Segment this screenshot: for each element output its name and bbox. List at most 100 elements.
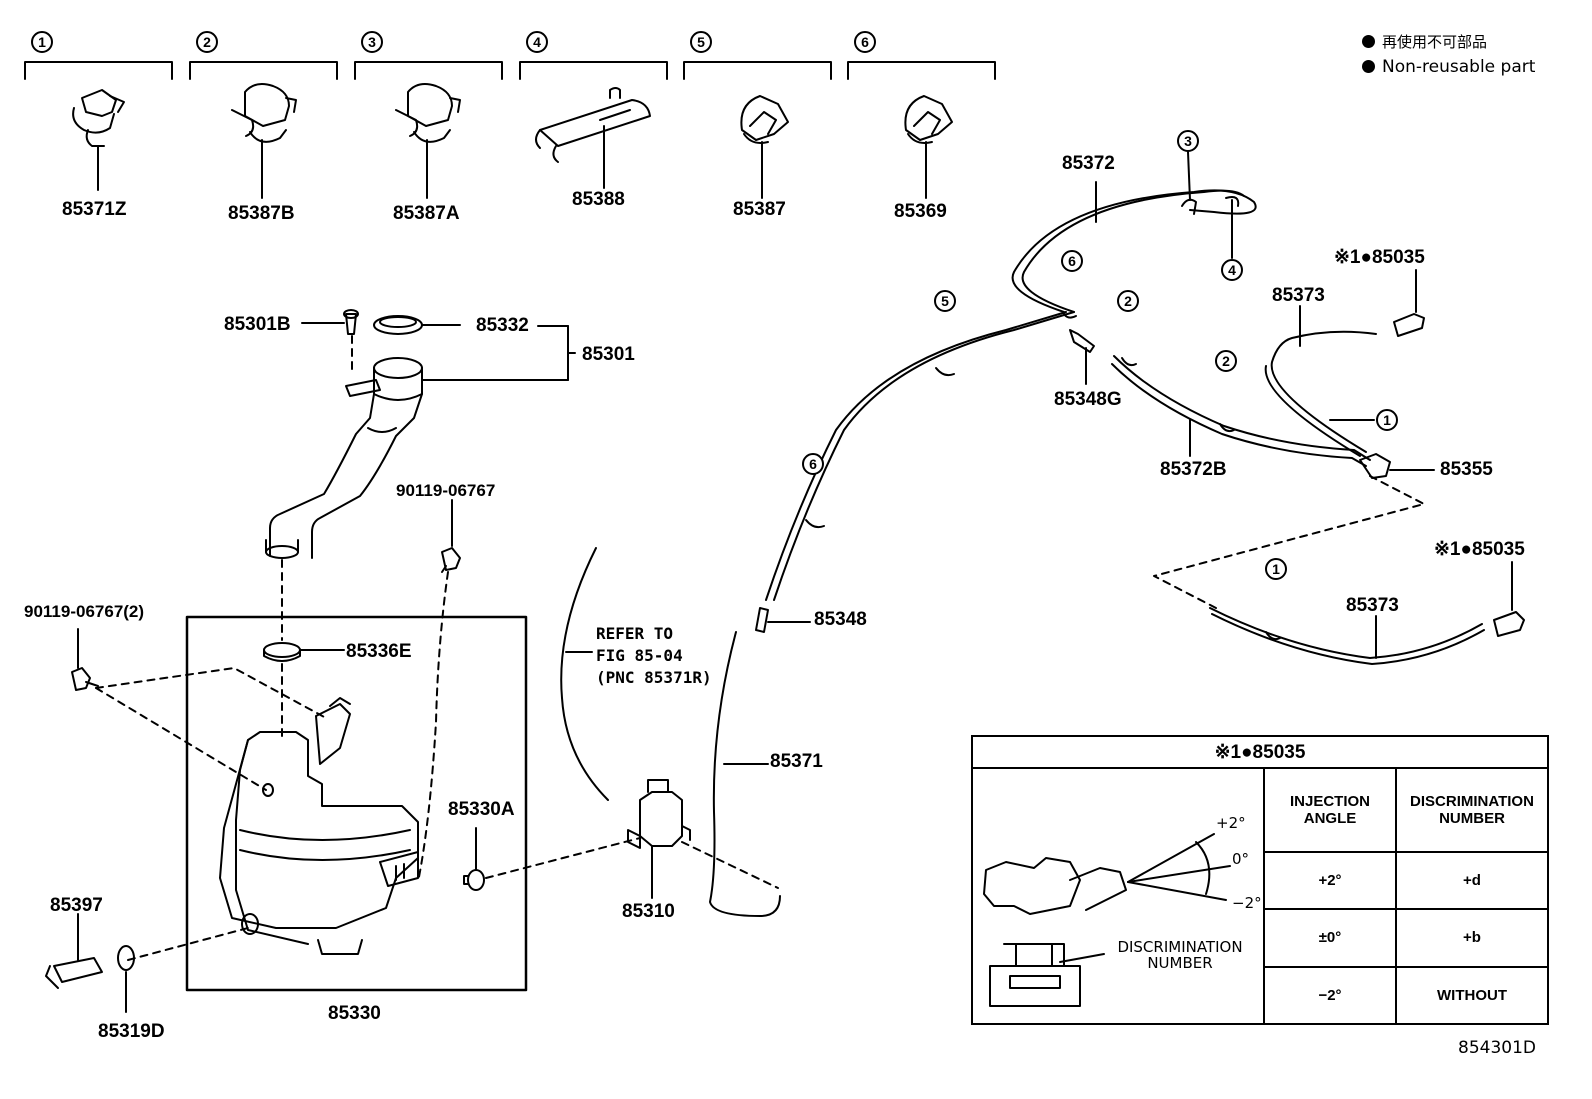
group-callout-1: 1	[31, 31, 53, 53]
clip-85387-drawing	[740, 95, 789, 199]
group-callout-2: 2	[196, 31, 218, 53]
part-label-85330: 85330	[328, 1003, 381, 1024]
connector-85348g-drawing	[1069, 329, 1095, 385]
group-callout-5: 5	[690, 31, 712, 53]
angle-label-plus2: +2°	[1216, 814, 1246, 832]
discrimination-number-callout: DISCRIMINATION NUMBER	[1117, 938, 1243, 972]
tank-frame	[185, 615, 528, 992]
non-reusable-dot-icon	[1362, 60, 1375, 73]
hose-callout-2-lower: 2	[1215, 350, 1237, 372]
clip-85369-drawing	[904, 95, 953, 199]
legend-english: Non-reusable part	[1362, 59, 1535, 76]
hose-85372b-drawing	[1113, 355, 1371, 461]
part-label-90119-06767-x2: 90119-06767(2)	[24, 602, 145, 621]
part-label-90119-06767: 90119-06767	[396, 481, 496, 500]
hose-85373-lower-drawing	[1209, 607, 1483, 659]
part-label-85387: 85387	[733, 199, 786, 220]
part-label-85387a: 85387A	[393, 203, 460, 224]
nozzle-85035-upper-drawing	[1393, 269, 1425, 337]
spec-disc-row-3: WITHOUT	[1395, 965, 1549, 1026]
part-label-85371: 85371	[770, 751, 823, 772]
angle-label-0: 0°	[1232, 850, 1250, 868]
nozzle-85035-lower-drawing	[1493, 561, 1525, 637]
grommet-85336e-drawing	[263, 642, 345, 662]
bolt-90119-left-drawing	[71, 628, 99, 691]
spec-header-injection-angle: INJECTION ANGLE	[1263, 767, 1397, 853]
hose-callout-6-lower: 6	[802, 453, 824, 475]
connector-85348-drawing	[755, 607, 811, 633]
spec-angle-row-1: +2°	[1263, 850, 1397, 911]
refer-to-line-2: FIG 85-04	[596, 646, 683, 665]
part-label-85348g: 85348G	[1054, 389, 1122, 410]
part-label-85336e: 85336E	[346, 641, 412, 662]
part-label-85332: 85332	[476, 315, 529, 336]
legend-japanese-text: 再使用不可部品	[1382, 33, 1488, 51]
part-label-85301: 85301	[582, 344, 635, 365]
group-callout-6: 6	[854, 31, 876, 53]
part-label-85397: 85397	[50, 895, 103, 916]
part-label-85373-lower: 85373	[1346, 595, 1399, 616]
part-label-85348: 85348	[814, 609, 867, 630]
part-label-85388: 85388	[572, 189, 625, 210]
washer-tank-drawing	[219, 697, 419, 955]
clip-85388-drawing	[535, 87, 651, 189]
sensor-85397-drawing	[45, 913, 103, 989]
part-label-85301b: 85301B	[224, 314, 291, 335]
spec-illustration-cell	[971, 767, 1265, 1025]
filler-neck-drawing	[265, 325, 569, 559]
spec-disc-row-1: +d	[1395, 850, 1549, 911]
part-label-85373-upper: 85373	[1272, 285, 1325, 306]
refer-to-line-3: (PNC 85371R)	[596, 668, 712, 687]
spec-table-title: ※1●85035	[971, 735, 1549, 769]
part-label-85319d: 85319D	[98, 1021, 165, 1042]
hose-callout-5: 5	[934, 290, 956, 312]
hose-callout-2-upper: 2	[1117, 290, 1139, 312]
spec-angle-row-2: ±0°	[1263, 908, 1397, 968]
part-label-85371z: 85371Z	[62, 199, 127, 220]
cap-85332-drawing	[373, 315, 576, 354]
group-callout-4: 4	[526, 31, 548, 53]
spec-disc-row-2: +b	[1395, 908, 1549, 968]
hose-main-drawing	[765, 311, 1067, 601]
hose-85373-upper-drawing	[1270, 330, 1377, 453]
legend-japanese: 再使用不可部品	[1362, 35, 1487, 50]
refer-to-line-1: REFER TO	[596, 624, 674, 643]
hose-85371r-drawing	[560, 547, 609, 801]
clip-85387a-drawing	[395, 83, 461, 199]
group-brackets	[24, 61, 996, 80]
grommet-85330a-drawing	[463, 827, 485, 891]
assembly-lines	[95, 335, 1425, 961]
hose-callout-1-upper: 1	[1376, 409, 1398, 431]
part-label-85035-lower: ※1●85035	[1434, 539, 1525, 560]
figure-id: 854301D	[1458, 1038, 1536, 1058]
angle-label-minus2: −2°	[1232, 894, 1262, 912]
nozzle-spec-table: ※1●85035 INJECTION ANGLE DISCRIMINATION …	[971, 735, 1549, 1026]
part-label-85330a: 85330A	[448, 799, 515, 820]
part-label-85355: 85355	[1440, 459, 1493, 480]
part-label-85369: 85369	[894, 201, 947, 222]
bolt-85301b-drawing	[301, 309, 359, 335]
part-label-85387b: 85387B	[228, 203, 295, 224]
part-label-85310: 85310	[622, 901, 675, 922]
clip-85371z-drawing	[72, 89, 125, 191]
hose-callout-1-lower: 1	[1265, 558, 1287, 580]
non-reusable-dot-icon	[1362, 35, 1375, 48]
hose-85372-drawing	[1011, 189, 1257, 313]
hose-callout-3: 3	[1177, 130, 1199, 152]
legend-english-text: Non-reusable part	[1382, 57, 1536, 77]
pump-85310-drawing	[627, 779, 691, 899]
hose-callout-4: 4	[1221, 259, 1243, 281]
hose-callout-6-upper: 6	[1061, 250, 1083, 272]
group-callout-3: 3	[361, 31, 383, 53]
hose-clips	[805, 367, 955, 529]
nozzle-85355-drawing	[1359, 453, 1435, 479]
grommet-85319d-drawing	[117, 945, 135, 1013]
spec-angle-row-3: −2°	[1263, 965, 1397, 1026]
hose-85371-drawing	[709, 631, 781, 917]
part-label-85035-upper: ※1●85035	[1334, 247, 1425, 268]
part-label-85372: 85372	[1062, 153, 1115, 174]
part-label-85372b: 85372B	[1160, 459, 1227, 480]
spec-header-discrimination-number: DISCRIMINATION NUMBER	[1395, 767, 1549, 853]
bolt-90119-upper-drawing	[441, 499, 461, 573]
clip-85387b-drawing	[231, 83, 297, 199]
